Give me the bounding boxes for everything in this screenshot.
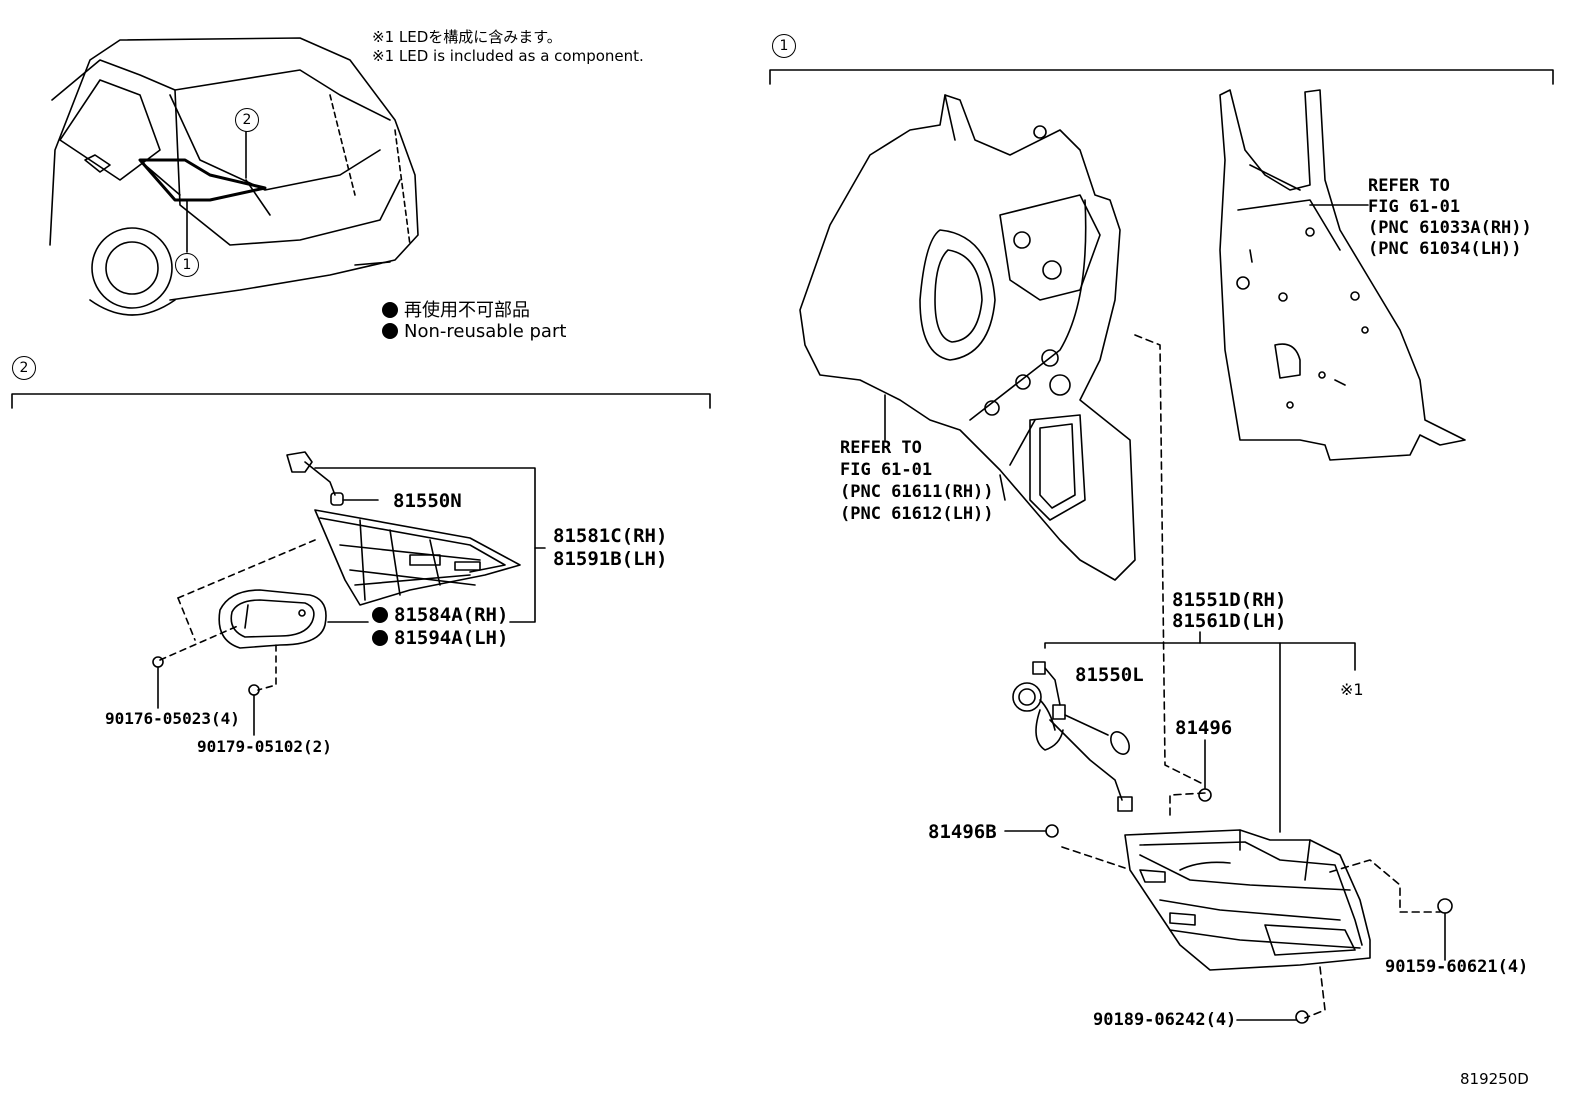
section-2-callout: 2 (12, 356, 36, 380)
section-1-bracket (769, 69, 1554, 85)
callout-1-vehicle: 1 (175, 253, 199, 277)
part-81591B[interactable]: 81591B(LH) (553, 548, 668, 570)
part-81584A[interactable]: 81584A(RH) (372, 604, 508, 626)
part-81550N[interactable]: 81550N (393, 490, 462, 512)
part-81581C[interactable]: 81581C(RH) (553, 525, 668, 547)
part-90179-05102[interactable]: 90179-05102(2) (197, 737, 332, 756)
diagram-id: 819250D (1460, 1070, 1529, 1088)
note-jp: ※1 LEDを構成に含みます。 (372, 28, 562, 46)
part-81594A[interactable]: 81594A(LH) (372, 627, 508, 649)
quarter-panel-drawing (799, 94, 1136, 581)
rear-lamp-drawing (1004, 334, 1453, 1024)
inner-lamp-drawing (152, 451, 546, 736)
refer-to-quarter-panel[interactable]: REFER TO FIG 61-01 (PNC 61611(RH)) (PNC … (840, 438, 994, 524)
section-2-bracket (11, 393, 711, 409)
legend-jp: 再使用不可部品 (382, 296, 530, 322)
callout-2-vehicle: 2 (235, 108, 259, 132)
refer-to-back-panel[interactable]: REFER TO FIG 61-01 (PNC 61033A(RH)) (PNC… (1368, 176, 1532, 259)
part-90176-05023[interactable]: 90176-05023(4) (105, 709, 240, 728)
bullet-icon (382, 323, 398, 339)
part-81496B[interactable]: 81496B (928, 821, 997, 843)
part-81496[interactable]: 81496 (1175, 717, 1233, 739)
non-reusable-icon (372, 607, 388, 623)
part-81550L[interactable]: 81550L (1075, 664, 1144, 686)
back-panel-drawing (1219, 89, 1466, 461)
bullet-icon (382, 302, 398, 318)
part-81551D[interactable]: 81551D(RH) (1172, 589, 1287, 611)
legend-en: Non-reusable part (382, 321, 566, 342)
vehicle-outline-icon (49, 37, 419, 316)
led-note-marker: ※1 (1340, 680, 1364, 699)
part-90159-60621[interactable]: 90159-60621(4) (1385, 957, 1529, 977)
note-en: ※1 LED is included as a component. (372, 47, 644, 65)
non-reusable-icon (372, 630, 388, 646)
part-81561D[interactable]: 81561D(LH) (1172, 610, 1287, 632)
part-90189-06242[interactable]: 90189-06242(4) (1093, 1010, 1237, 1030)
section-1-callout: 1 (772, 34, 796, 58)
